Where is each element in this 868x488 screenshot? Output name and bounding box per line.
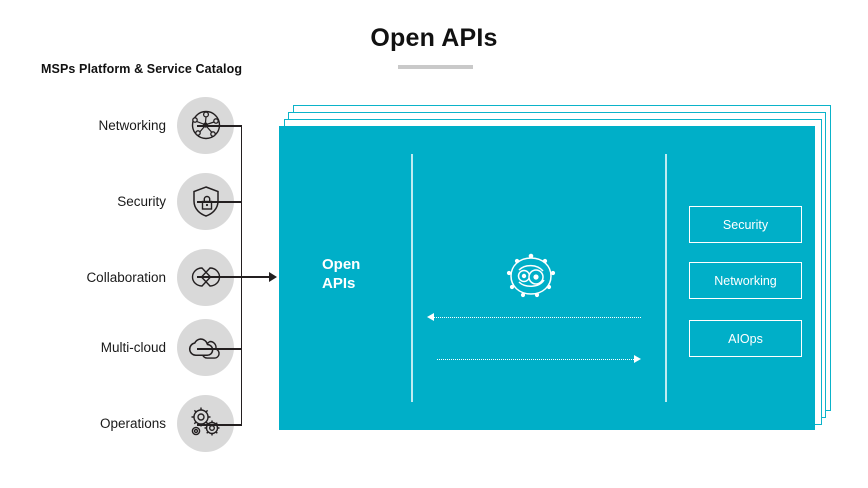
flow-line	[434, 316, 641, 318]
panel-title-line1: Open	[322, 256, 361, 273]
connector-collaboration	[197, 276, 242, 278]
catalog-item-label: Security	[117, 193, 166, 209]
catalog-item-label: Multi-cloud	[100, 339, 166, 355]
arrow-left-icon	[427, 313, 434, 321]
flow-arrow-right	[437, 354, 641, 364]
catalog-item-multi-cloud[interactable]: Multi-cloud	[34, 316, 234, 378]
flow-arrow-left	[427, 312, 641, 322]
chip-security[interactable]: Security	[689, 206, 802, 243]
catalog-heading: MSPs Platform & Service Catalog	[41, 62, 243, 76]
catalog-item-label: Operations	[99, 415, 166, 431]
connector-bus	[240, 125, 242, 425]
catalog-item-label: Networking	[98, 117, 166, 133]
panel-divider-right	[665, 154, 667, 402]
chip-aiops[interactable]: AIOps	[689, 320, 802, 357]
open-apis-panel	[279, 126, 815, 430]
flow-line	[437, 358, 634, 360]
chip-label: AIOps	[728, 331, 763, 346]
panel-divider-left	[411, 154, 413, 402]
chip-label: Networking	[714, 273, 777, 288]
network-topology-icon	[497, 243, 565, 311]
chip-networking[interactable]: Networking	[689, 262, 802, 299]
catalog-item-operations[interactable]: Operations	[34, 392, 234, 454]
panel-title: Open APIs	[322, 256, 412, 294]
panel-title-line2: APIs	[322, 274, 356, 292]
connector-arrow-icon	[269, 271, 277, 282]
gears-icon	[177, 394, 234, 452]
clouds-icon	[177, 318, 234, 376]
arrow-right-icon	[634, 355, 641, 363]
title-underline-rule	[398, 65, 473, 69]
connector-security	[197, 201, 242, 203]
connector-operations	[197, 424, 242, 426]
connector-to-panel	[240, 276, 273, 278]
chip-label: Security	[722, 217, 769, 232]
connector-networking	[197, 125, 242, 127]
page-title: Open APIs	[370, 24, 498, 52]
connector-multi-cloud	[197, 348, 242, 350]
catalog-item-label: Collaboration	[86, 269, 166, 285]
